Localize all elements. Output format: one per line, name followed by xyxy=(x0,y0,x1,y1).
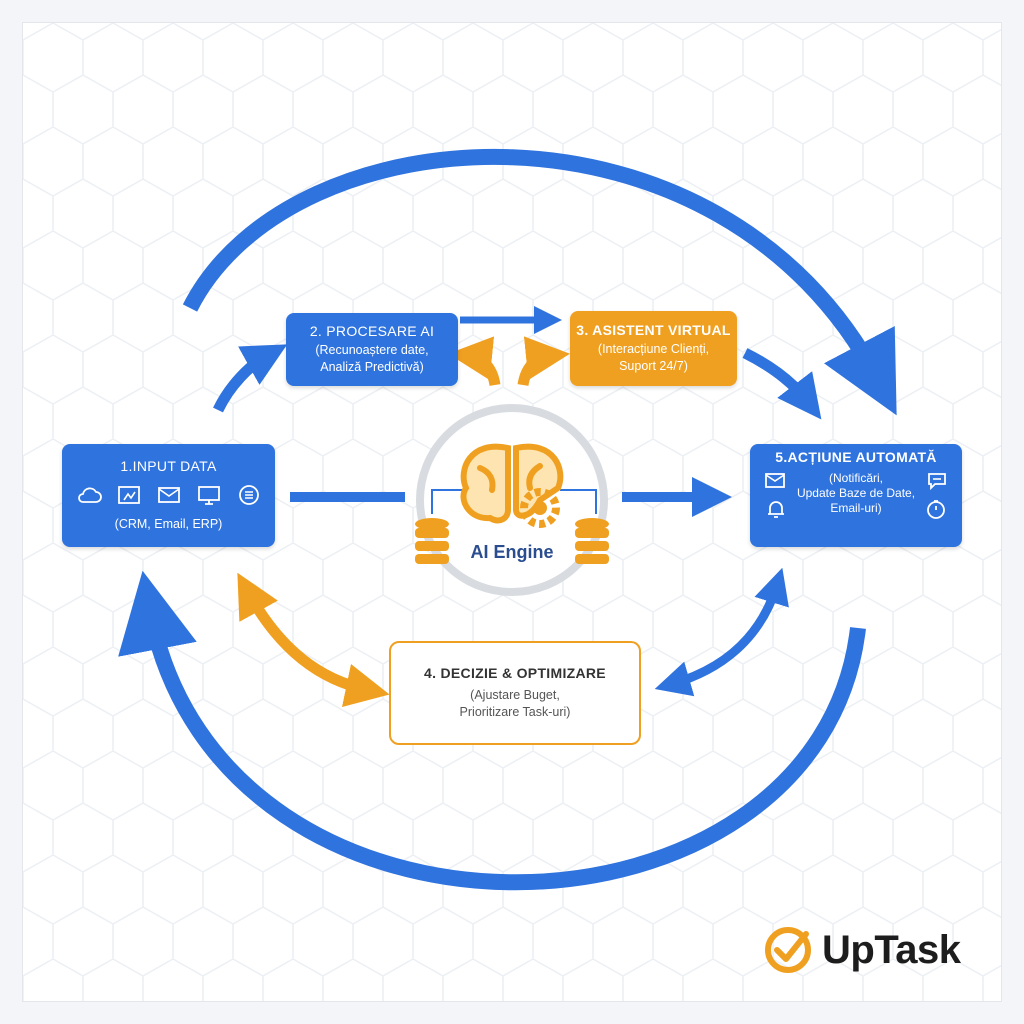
node-processing-ai: 2. PROCESARE AI (Recunoaștere date, Anal… xyxy=(286,313,458,386)
check-circle-icon xyxy=(765,927,811,973)
engine-to-assistant-arrow xyxy=(517,336,570,387)
node-processing-line1: (Recunoaștere date, xyxy=(315,343,429,357)
node-action-line3: Email-uri) xyxy=(830,501,882,515)
top-loop-arrow xyxy=(182,148,897,416)
node-processing-line2: Analiză Predictivă) xyxy=(320,360,424,374)
timer-icon xyxy=(927,500,945,519)
node-decision-line2: Prioritizare Task-uri) xyxy=(459,705,571,719)
node-assistant-line1: (Interacțiune Clienți, xyxy=(597,342,710,356)
node-processing-title: 2. PROCESARE AI xyxy=(309,323,435,339)
action-decision-arrow xyxy=(654,567,789,697)
input-decision-arrow xyxy=(237,572,390,708)
bell-icon xyxy=(768,501,784,518)
engine-to-processing-arrow xyxy=(448,336,501,387)
engine-label: AI Engine xyxy=(470,542,554,562)
brand-logo: UpTask xyxy=(762,922,961,978)
node-action-line2: Update Baze de Date, xyxy=(796,486,916,500)
input-icon-row xyxy=(76,484,262,506)
node-assistant-line2: Suport 24/7) xyxy=(619,359,688,373)
gear-icon xyxy=(520,488,560,528)
node-assistant-title: 3. ASISTENT VIRTUAL xyxy=(576,322,731,338)
assistant-to-action-arrow xyxy=(742,348,822,420)
email-icon xyxy=(157,487,180,503)
node-input-data: 1.INPUT DATA (CRM, Email, ERP) xyxy=(62,444,275,547)
node-decision-line1: (Ajustare Buget, xyxy=(470,688,560,702)
brand-name: UpTask xyxy=(822,927,961,972)
node-input-subtitle: (CRM, Email, ERP) xyxy=(114,517,223,531)
input-to-processing-arrow xyxy=(213,344,288,413)
node-input-title: 1.INPUT DATA xyxy=(120,458,217,474)
monitor-icon xyxy=(197,486,220,505)
cloud-icon xyxy=(77,487,102,503)
database-icon xyxy=(415,518,449,564)
node-automated-action: 5.ACȚIUNE AUTOMATĂ (Notificări, Update B… xyxy=(750,444,962,547)
node-decision-title: 4. DECIZIE & OPTIMIZARE xyxy=(424,665,606,681)
node-virtual-assistant: 3. ASISTENT VIRTUAL (Interacțiune Clienț… xyxy=(570,311,737,386)
bottom-loop-arrow xyxy=(118,570,866,891)
engine-ring xyxy=(416,404,608,596)
node-action-title: 5.ACȚIUNE AUTOMATĂ xyxy=(775,449,937,465)
node-action-line1: (Notificări, xyxy=(828,471,883,485)
dashboard-icon xyxy=(117,486,140,504)
database-icon xyxy=(238,485,259,505)
database-icon xyxy=(575,518,609,564)
chat-icon xyxy=(928,473,946,491)
node-decision-optimization: 4. DECIZIE & OPTIMIZARE (Ajustare Buget,… xyxy=(389,641,641,745)
email-icon xyxy=(765,473,785,488)
